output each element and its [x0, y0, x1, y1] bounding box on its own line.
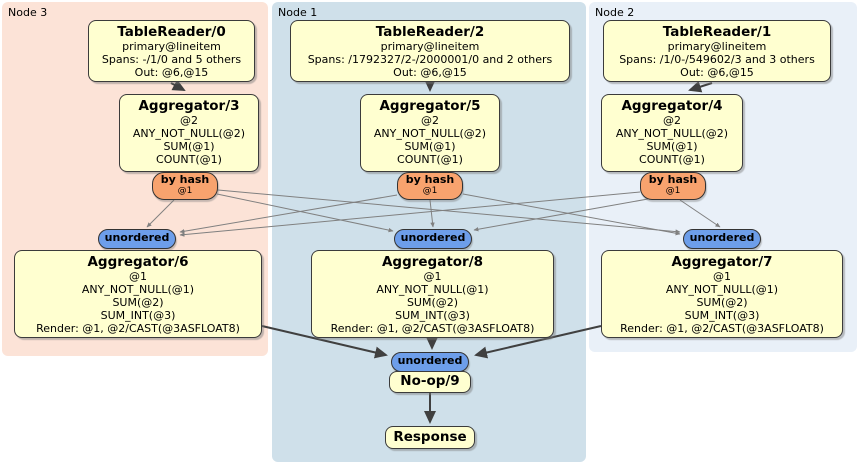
processor-title: Aggregator/4 [621, 98, 723, 114]
processor-aggregator-3: Aggregator/3 @2 ANY_NOT_NULL(@2) SUM(@1)… [119, 94, 259, 172]
processor-detail: primary@lineitem [380, 40, 480, 53]
processor-detail: Out: @6,@15 [680, 66, 754, 79]
processor-detail: @2 [421, 114, 439, 127]
processor-title: Aggregator/5 [379, 98, 481, 114]
processor-title: TableReader/2 [375, 24, 485, 40]
processor-noop-9: No-op/9 [389, 371, 471, 393]
processor-detail: @1 [423, 270, 442, 283]
processor-detail: SUM(@1) [163, 140, 215, 153]
processor-detail: Render: @1, @2/CAST(@3ASFLOAT8) [36, 322, 240, 335]
processor-tablereader-0: TableReader/0 primary@lineitem Spans: -/… [88, 20, 255, 82]
processor-detail: @1 [129, 270, 147, 283]
processor-detail: Spans: /1792327/2-/2000001/0 and 2 other… [307, 53, 553, 66]
processor-detail: ANY_NOT_NULL(@2) [615, 127, 729, 140]
processor-detail: Spans: /1/0-/549602/3 and 3 others [619, 53, 815, 66]
processor-detail: ANY_NOT_NULL(@1) [665, 283, 779, 296]
processor-detail: SUM(@1) [404, 140, 456, 153]
hash-router-label: by hash [405, 173, 455, 186]
hash-router-detail: @1 [177, 186, 193, 196]
processor-detail: @2 [663, 114, 681, 127]
response-title: Response [393, 429, 467, 445]
processor-detail: Out: @6,@15 [134, 66, 209, 79]
processor-detail: ANY_NOT_NULL(@1) [81, 283, 195, 296]
processor-detail: SUM(@2) [112, 296, 164, 309]
hash-router-detail: @1 [665, 186, 681, 196]
processor-detail: SUM_INT(@3) [100, 309, 176, 322]
processor-detail: ANY_NOT_NULL(@2) [132, 127, 246, 140]
processor-detail: SUM_INT(@3) [684, 309, 760, 322]
processor-detail: Out: @6,@15 [393, 66, 467, 79]
processor-aggregator-5: Aggregator/5 @2 ANY_NOT_NULL(@2) SUM(@1)… [360, 94, 500, 172]
processor-aggregator-7: Aggregator/7 @1 ANY_NOT_NULL(@1) SUM(@2)… [601, 250, 843, 338]
region-node-2-label: Node 2 [595, 6, 635, 19]
processor-aggregator-4: Aggregator/4 @2 ANY_NOT_NULL(@2) SUM(@1)… [601, 94, 743, 172]
processor-detail: SUM_INT(@3) [395, 309, 470, 322]
processor-detail: primary@lineitem [667, 40, 767, 53]
hash-router-3: by hash @1 [152, 172, 218, 200]
processor-detail: ANY_NOT_NULL(@2) [373, 127, 487, 140]
processor-detail: Render: @1, @2/CAST(@3ASFLOAT8) [330, 322, 535, 335]
processor-detail: @2 [180, 114, 198, 127]
unordered-sync-9: unordered [391, 352, 469, 372]
processor-detail: COUNT(@1) [397, 153, 463, 166]
region-node-3-label: Node 3 [8, 6, 48, 19]
processor-title: Aggregator/8 [381, 254, 484, 270]
processor-aggregator-8: Aggregator/8 @1 ANY_NOT_NULL(@1) SUM(@2)… [311, 250, 554, 338]
response-box: Response [385, 426, 475, 449]
unordered-sync-7: unordered [683, 229, 761, 249]
processor-tablereader-2: TableReader/2 primary@lineitem Spans: /1… [290, 20, 570, 82]
processor-tablereader-1: TableReader/1 primary@lineitem Spans: /1… [603, 20, 831, 82]
processor-detail: SUM(@2) [406, 296, 459, 309]
processor-detail: COUNT(@1) [156, 153, 222, 166]
processor-title: Aggregator/7 [671, 254, 773, 270]
hash-router-detail: @1 [422, 186, 438, 196]
processor-detail: @1 [713, 270, 731, 283]
processor-detail: ANY_NOT_NULL(@1) [376, 283, 489, 296]
hash-router-5: by hash @1 [397, 172, 463, 200]
hash-router-4: by hash @1 [640, 172, 706, 200]
processor-detail: Render: @1, @2/CAST(@3ASFLOAT8) [620, 322, 824, 335]
unordered-sync-8: unordered [394, 229, 472, 249]
processor-title: TableReader/1 [662, 24, 772, 40]
processor-title: TableReader/0 [117, 24, 226, 40]
processor-aggregator-6: Aggregator/6 @1 ANY_NOT_NULL(@1) SUM(@2)… [14, 250, 262, 338]
processor-detail: COUNT(@1) [639, 153, 705, 166]
hash-router-label: by hash [648, 173, 698, 186]
processor-detail: SUM(@1) [646, 140, 698, 153]
processor-detail: primary@lineitem [122, 40, 221, 53]
processor-title: Aggregator/6 [87, 254, 189, 270]
region-node-1-label: Node 1 [278, 6, 318, 19]
unordered-sync-6: unordered [98, 229, 176, 249]
processor-detail: Spans: -/1/0 and 5 others [101, 53, 242, 66]
processor-title: No-op/9 [400, 373, 460, 389]
processor-title: Aggregator/3 [138, 98, 240, 114]
hash-router-label: by hash [160, 173, 210, 186]
processor-detail: SUM(@2) [696, 296, 748, 309]
